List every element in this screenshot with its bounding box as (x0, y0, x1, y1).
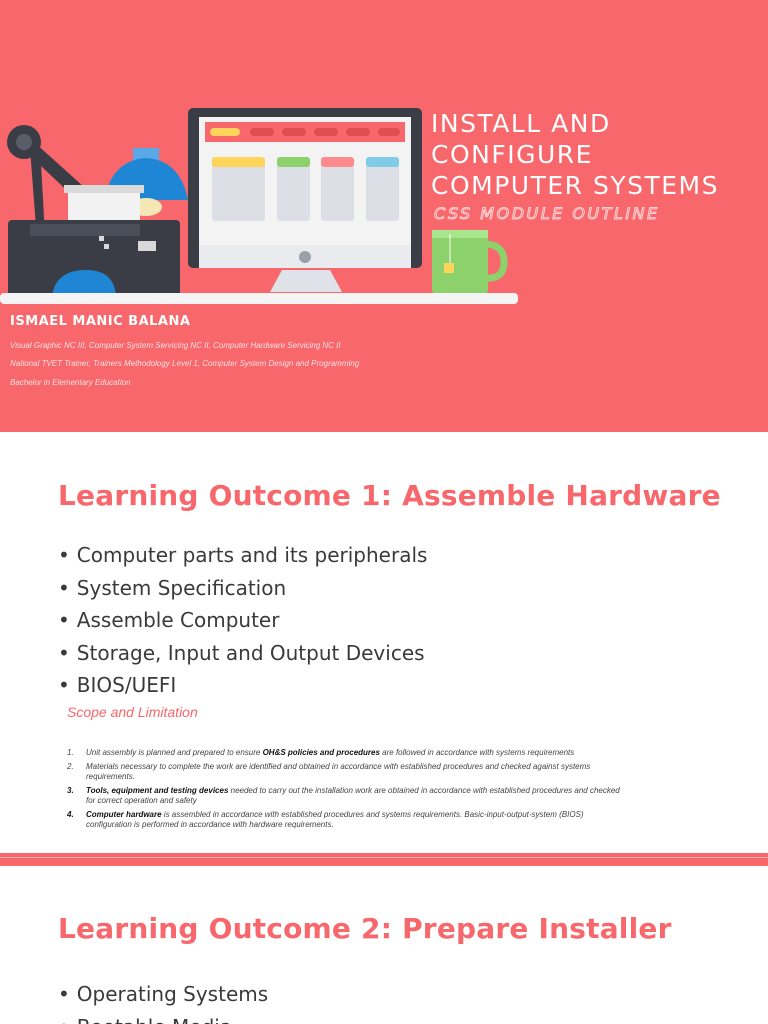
outcome-keyword: Computer hardware (86, 810, 162, 819)
outcome-text: Unit assembly is planned and prepared to… (86, 748, 263, 757)
author-credential: Visual Graphic NC III, Computer System S… (10, 341, 341, 350)
cover-title-line: INSTALL AND (431, 109, 611, 138)
cover-title-line: CONFIGURE (431, 140, 593, 169)
outcome-item: 4. Computer hardware is assembled in acco… (67, 810, 627, 830)
topic-list: Computer parts and its peripherals Syste… (58, 539, 428, 702)
topic-item: System Specification (58, 572, 427, 605)
topic-item: Assemble Computer (58, 604, 427, 637)
outcome-number: 4. (67, 810, 74, 819)
slide-heading: Learning Outcome 2: Prepare Installer (58, 912, 672, 945)
outcome-list: 1. Unit assembly is planned and prepared … (67, 748, 627, 834)
title-slide: INSTALL AND CONFIGURE COMPUTER SYSTEMS C… (0, 0, 768, 432)
learning-outcome-2-slide: Learning Outcome 2: Prepare Installer Op… (0, 866, 768, 1024)
outcome-text: is assembled in accordance with establis… (86, 810, 584, 829)
topic-list: Operating Systems Bootable Media (58, 978, 268, 1024)
topic-item: BIOS/UEFI (58, 669, 427, 702)
outcome-number: 3. (67, 786, 74, 795)
learning-outcome-1-slide: Learning Outcome 1: Assemble Hardware Co… (0, 432, 768, 853)
topic-item: Storage, Input and Output Devices (58, 637, 427, 670)
topic-item: Bootable Media (58, 1011, 268, 1024)
desk-illustration (0, 108, 518, 304)
slide-heading: Learning Outcome 1: Assemble Hardware (58, 479, 721, 512)
cover-title-line: COMPUTER SYSTEMS (431, 171, 719, 200)
scope-label: Scope and Limitation (67, 704, 198, 720)
outcome-text: are followed in accordance with systems … (379, 748, 575, 757)
author-credential: National TVET Trainer, Trainers Methodol… (10, 359, 360, 368)
outcome-keyword: OH&S policies and procedures (262, 748, 380, 757)
outcome-item: 1. Unit assembly is planned and prepared … (67, 748, 627, 758)
outcome-item: 2. Materials necessary to complete the wo… (67, 762, 627, 782)
outcome-keyword: Tools, equipment and testing devices (86, 786, 229, 795)
topic-item: Computer parts and its peripherals (58, 539, 428, 572)
outcome-text: needed to carry out the installation wor… (86, 786, 620, 805)
topic-item: Operating Systems (58, 978, 268, 1011)
cover-subtitle: CSS MODULE OUTLINE (434, 204, 660, 224)
slide-divider (0, 853, 768, 866)
outcome-item: 3. Tools, equipment and testing devices n… (67, 786, 627, 806)
mug-icon (432, 230, 508, 294)
author-credential: Bachelor in Elementary Education (10, 378, 131, 387)
printer-icon (8, 185, 180, 296)
outcome-number: 2. (67, 762, 74, 771)
monitor-icon (188, 108, 422, 292)
desk-surface (0, 293, 518, 304)
outcome-number: 1. (67, 748, 74, 757)
outcome-text: Materials necessary to complete the work… (86, 762, 591, 781)
author-name: ISMAEL MANIC BALANA (10, 314, 191, 329)
